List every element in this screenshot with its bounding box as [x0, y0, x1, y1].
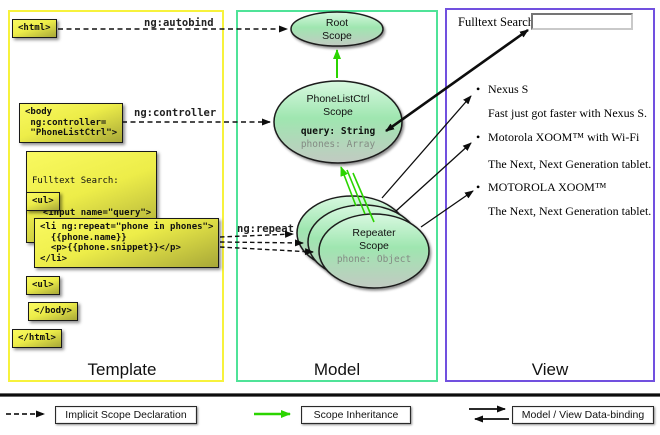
view-item-name: •MOTOROLA XOOM™ [476, 180, 607, 194]
ul-open-tag-box: <ul> [26, 192, 60, 211]
input-tag-code: <input name="query"> [32, 207, 152, 218]
repeater-phone-prop: phone: Object [336, 254, 412, 265]
view-panel-title: View [531, 360, 569, 379]
phonelistctrl-phones-prop: phones: Array [300, 139, 376, 150]
ng-repeat-label: ng:repeat [237, 223, 294, 235]
li-repeat-box: <li ng:repeat="phone in phones"> {{phone… [34, 218, 220, 268]
bullet-icon: • [476, 180, 481, 194]
model-panel-title: Model [313, 360, 361, 379]
ul-close-tag-box: <ul> [26, 276, 60, 295]
view-item-desc: The Next, Next Generation tablet. [488, 157, 652, 171]
ng-controller-label: ng:controller [134, 107, 217, 119]
view-item-desc: Fast just got faster with Nexus S. [488, 106, 647, 120]
view-search-label: Fulltext Search: [458, 15, 538, 29]
body-close-tag-box: </body> [28, 302, 78, 321]
view-search-input[interactable] [531, 13, 633, 30]
body-open-tag-box: <body ng:controller= "PhoneListCtrl"> [19, 103, 124, 143]
legend-implicit-scope-box: Implicit Scope Declaration [55, 406, 197, 424]
bullet-icon: • [476, 130, 481, 144]
phonelistctrl-scope-label: PhoneListCtrl Scope [306, 93, 370, 118]
view-item-name: •Motorola XOOM™ with Wi-Fi [476, 130, 640, 144]
html-open-tag-box: <html> [12, 19, 57, 38]
view-panel [445, 8, 655, 382]
view-item-name: •Nexus S [476, 82, 529, 96]
root-scope-label: Root Scope [322, 17, 352, 42]
template-panel-title: Template [87, 360, 157, 379]
template-panel [8, 10, 224, 382]
html-close-tag-box: </html> [12, 329, 62, 348]
ng-autobind-label: ng:autobind [144, 17, 214, 29]
legend-data-binding-box: Model / View Data-binding [512, 406, 654, 424]
fulltext-label-code: Fulltext Search: [32, 176, 119, 186]
view-item-desc: The Next, Next Generation tablet. [488, 204, 652, 218]
bullet-icon: • [476, 82, 481, 96]
model-panel [236, 10, 438, 382]
legend-scope-inheritance-box: Scope Inheritance [301, 406, 411, 424]
phonelistctrl-query-prop: query: String [300, 126, 376, 137]
repeater-scope-label: Repeater Scope [352, 227, 396, 252]
